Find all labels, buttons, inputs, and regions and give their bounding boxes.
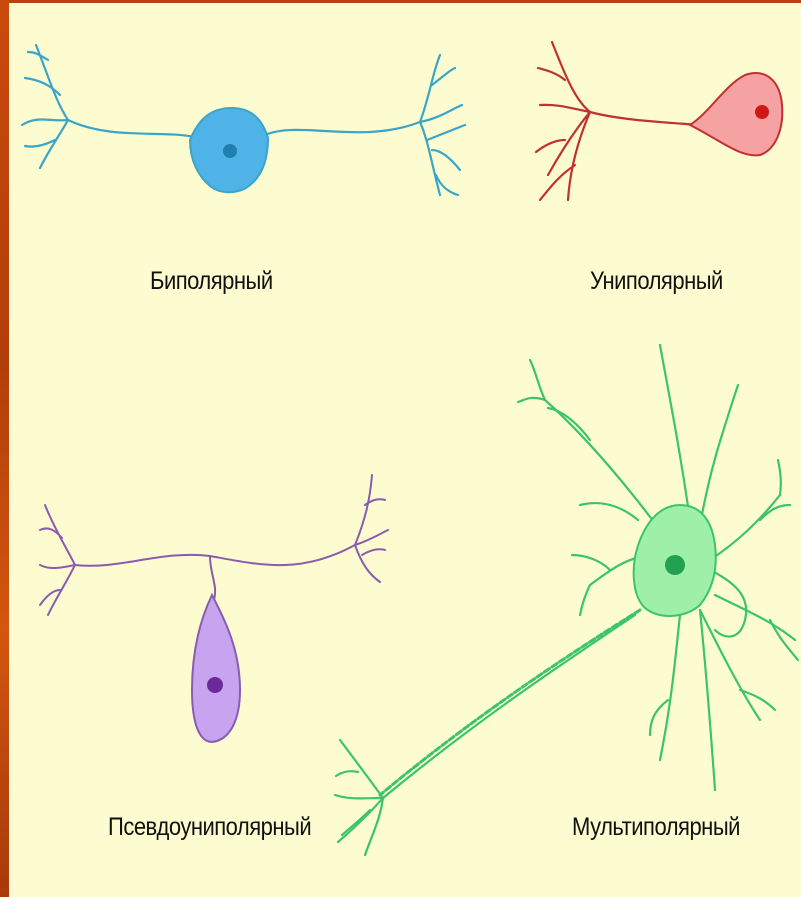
multipolar-nucleus [665, 555, 685, 575]
label-pseudounipolar: Псевдоуниполярный [108, 812, 311, 842]
label-unipolar: Униполярный [590, 266, 723, 296]
unipolar-nucleus [755, 105, 769, 119]
pseudounipolar-neuron [40, 475, 388, 615]
label-multipolar: Мультиполярный [572, 812, 740, 842]
unipolar-neuron [536, 42, 700, 200]
label-bipolar: Биполярный [150, 266, 273, 296]
pseudounipolar-soma [192, 595, 240, 742]
bipolar-nucleus [223, 144, 237, 158]
pseudounipolar-nucleus [207, 677, 223, 693]
multipolar-neuron [335, 345, 798, 855]
